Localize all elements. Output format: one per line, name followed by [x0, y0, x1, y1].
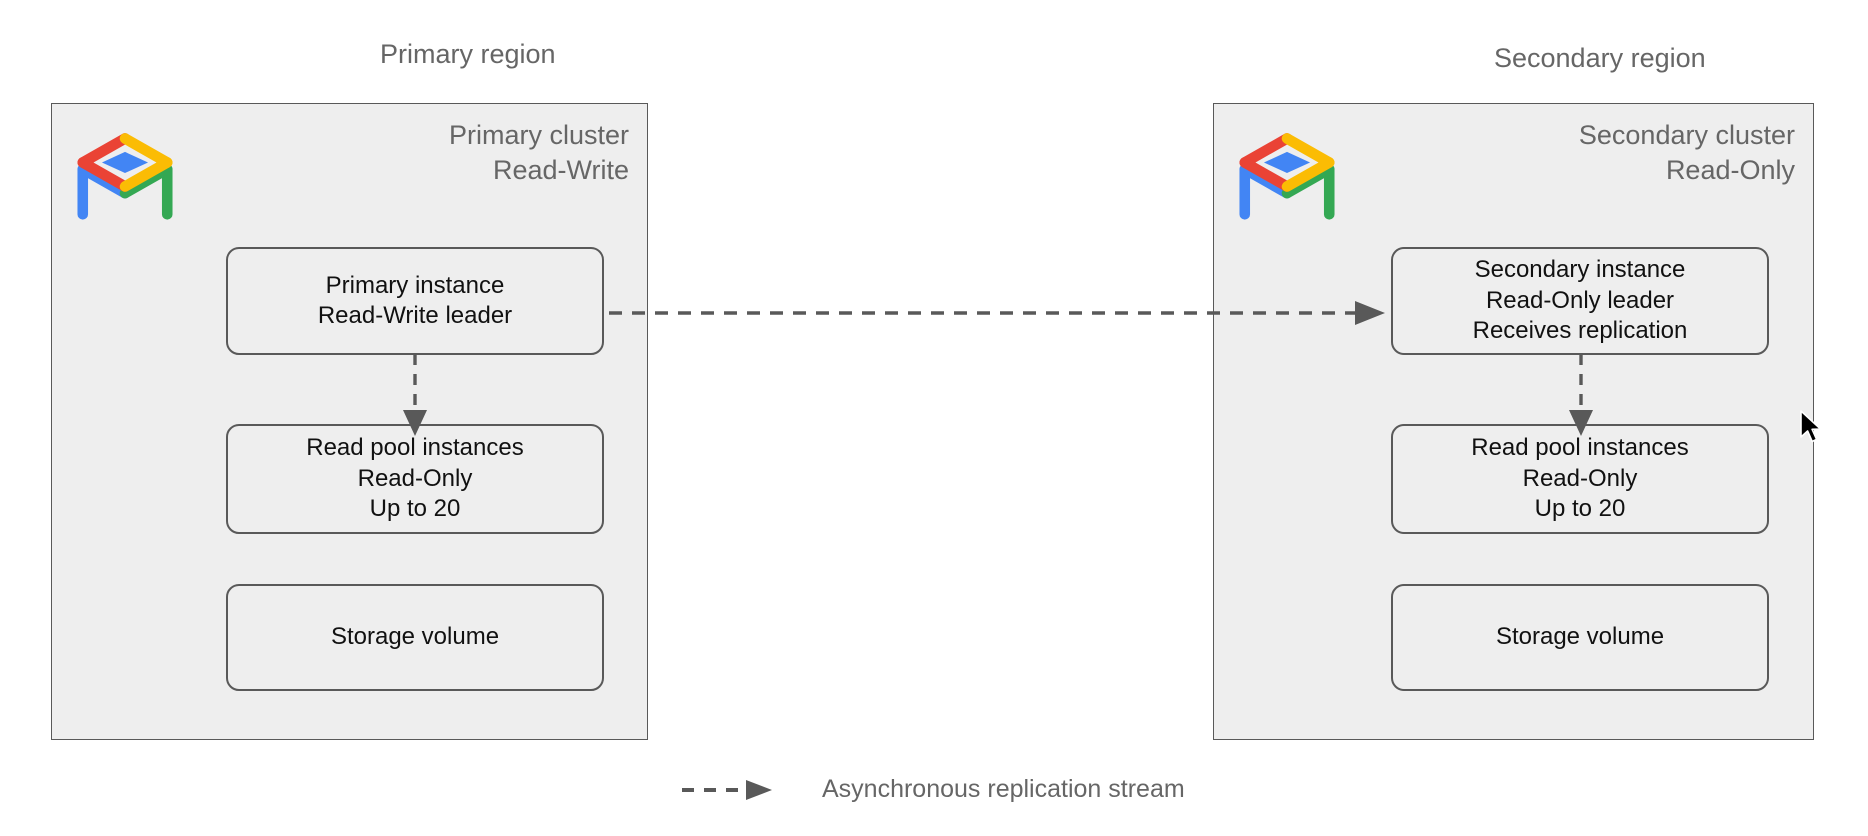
primary-instance-node[interactable]: Primary instance Read-Write leader: [226, 247, 604, 355]
secondary-read-pool-label: Read pool instances Read-Only Up to 20: [1471, 434, 1689, 523]
primary-cluster-title-line2: Read-Write: [492, 154, 629, 185]
secondary-read-pool-node[interactable]: Read pool instances Read-Only Up to 20: [1391, 424, 1769, 534]
secondary-cluster-panel: Secondary cluster Read-Only Secondary in…: [1213, 103, 1814, 740]
legend: Asynchronous replication stream: [680, 775, 1185, 804]
secondary-instance-node[interactable]: Secondary instance Read-Only leader Rece…: [1391, 247, 1769, 355]
legend-label: Asynchronous replication stream: [822, 775, 1185, 803]
primary-cluster-title-line1: Primary cluster: [448, 120, 629, 150]
secondary-cluster-title: Secondary cluster Read-Only: [1579, 118, 1795, 187]
secondary-instance-label: Secondary instance Read-Only leader Rece…: [1472, 256, 1688, 345]
primary-cluster-panel: Primary cluster Read-Write Primary insta…: [51, 103, 648, 740]
secondary-storage-volume-node[interactable]: Storage volume: [1391, 584, 1769, 691]
secondary-cluster-title-line1: Secondary cluster: [1578, 120, 1795, 150]
legend-dashed-arrow-icon: [682, 779, 772, 800]
primary-read-pool-node[interactable]: Read pool instances Read-Only Up to 20: [226, 424, 604, 534]
secondary-cluster-title-line2: Read-Only: [1665, 154, 1795, 185]
primary-storage-volume-node[interactable]: Storage volume: [226, 584, 604, 691]
primary-cluster-title: Primary cluster Read-Write: [449, 118, 629, 187]
alloydb-logo-icon: [1239, 133, 1335, 220]
primary-region-label: Primary region: [380, 39, 556, 69]
primary-storage-volume-label: Storage volume: [330, 623, 500, 651]
alloydb-logo-icon: [77, 133, 173, 220]
primary-read-pool-label: Read pool instances Read-Only Up to 20: [306, 434, 524, 523]
secondary-region-label: Secondary region: [1494, 43, 1706, 73]
primary-instance-label: Primary instance Read-Write leader: [317, 271, 513, 329]
secondary-storage-volume-label: Storage volume: [1495, 623, 1665, 651]
